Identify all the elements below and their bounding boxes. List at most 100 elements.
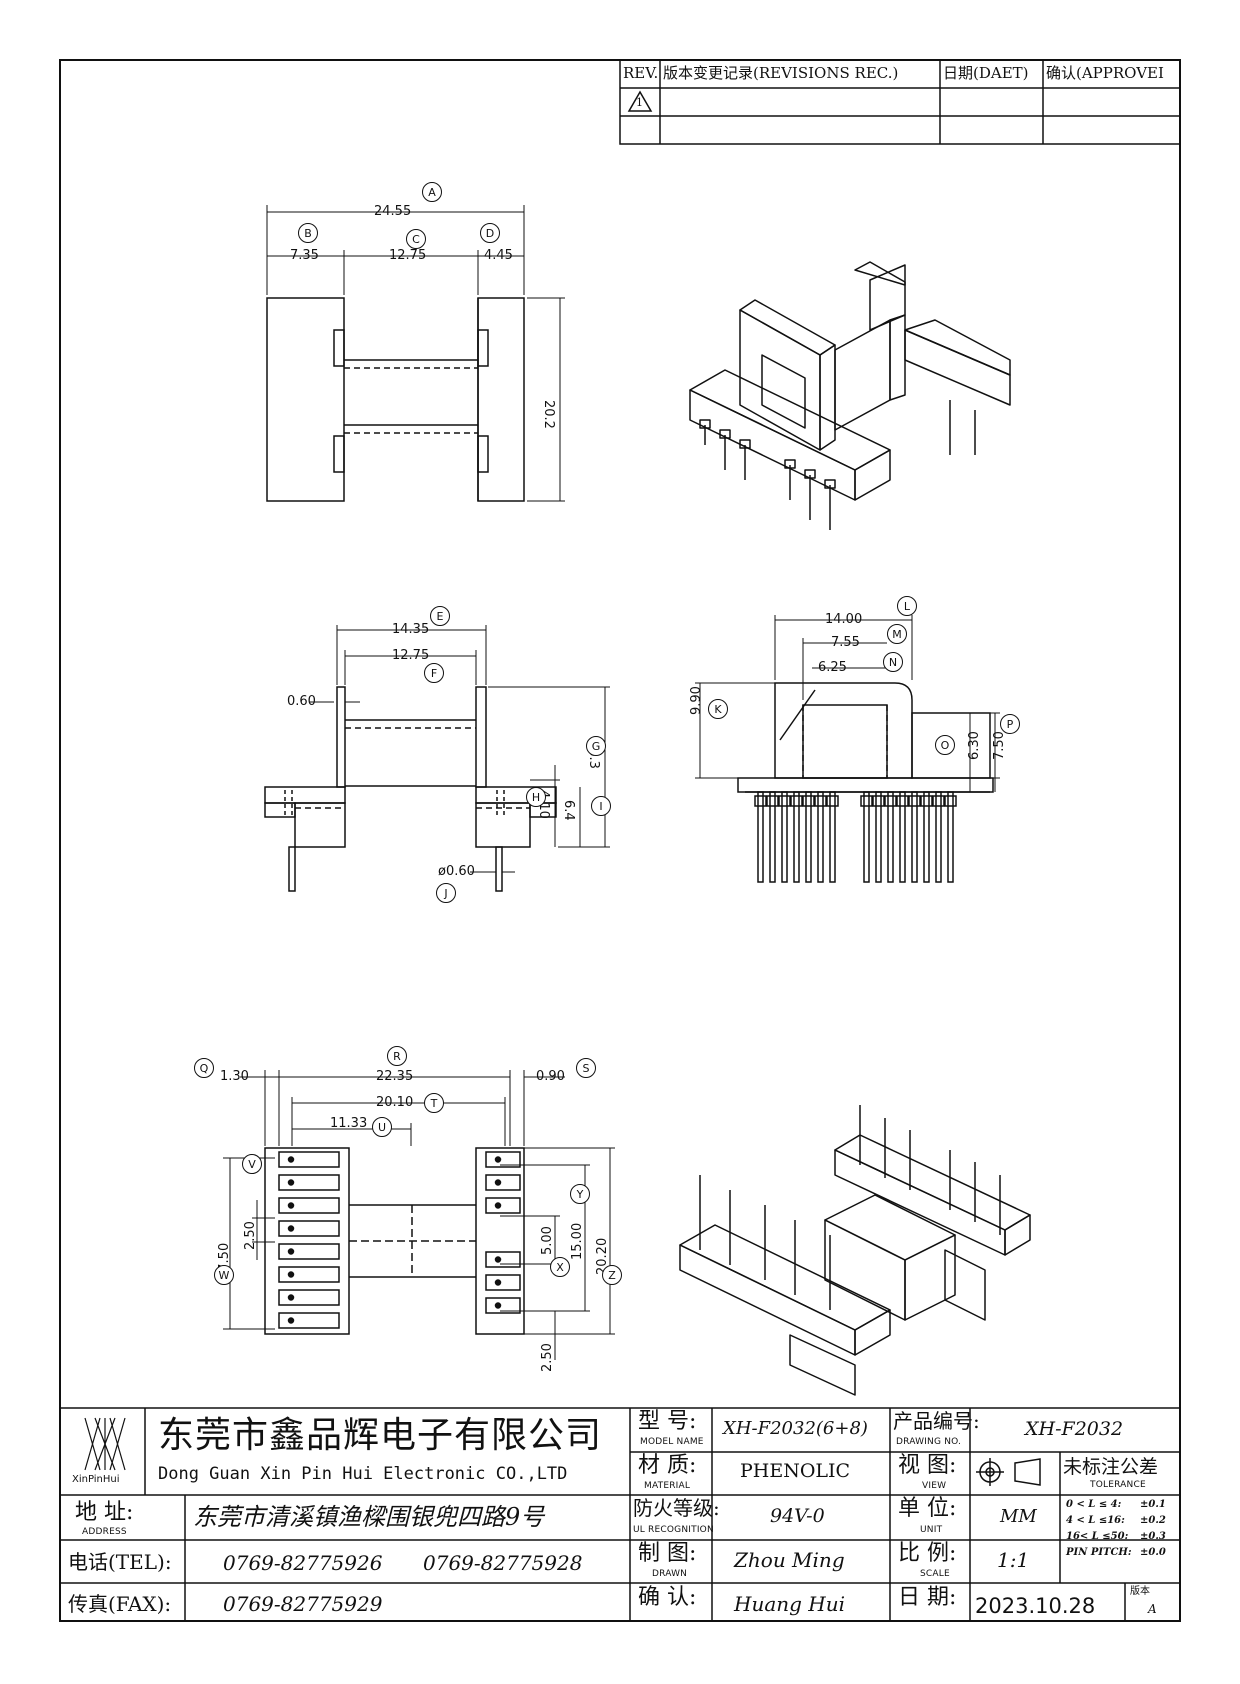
unit-label-en: UNIT xyxy=(920,1525,943,1535)
unit-label: 单 位: xyxy=(898,1496,957,1521)
callout-t: T xyxy=(424,1093,444,1113)
dim-left-wall: 0.60 xyxy=(287,694,316,709)
rev-date-header: 日期(DAET) xyxy=(943,64,1029,82)
date-label: 日 期: xyxy=(898,1585,957,1610)
right-bottom-pad-3 xyxy=(485,1297,521,1314)
left-pad-8 xyxy=(278,1312,340,1329)
left-pad-5 xyxy=(278,1243,340,1260)
side-pin-boss-12 xyxy=(908,795,921,807)
callout-k: K xyxy=(708,699,728,719)
material-label: 材 质: xyxy=(638,1453,697,1478)
dim-D: 4.45 xyxy=(484,248,513,263)
side-pin-boss-1 xyxy=(754,795,767,807)
dim-L: 14.00 xyxy=(825,612,863,627)
callout-r: R xyxy=(387,1046,407,1066)
bottom-view-left-pads xyxy=(278,1151,340,1329)
right-top-pad-2 xyxy=(485,1174,521,1191)
drawn-label: 制 图: xyxy=(638,1541,697,1566)
side-pin-boss-13 xyxy=(920,795,933,807)
side-pin-15 xyxy=(947,791,954,883)
side-pin-13 xyxy=(923,791,930,883)
isometric-view-bottom xyxy=(679,1105,1031,1396)
top-view xyxy=(266,205,565,502)
fax-value: 0769-82775929 xyxy=(223,1592,383,1616)
view-label-en: VIEW xyxy=(922,1481,947,1491)
rev-row-number: 1 xyxy=(636,96,643,109)
side-pin-6 xyxy=(817,791,824,883)
left-pin-hole-1 xyxy=(287,1156,295,1163)
callout-h: H xyxy=(526,787,546,807)
side-pin-boss-4 xyxy=(790,795,803,807)
front-view xyxy=(264,625,610,892)
callout-f: F xyxy=(424,663,444,683)
side-pin-boss-2 xyxy=(766,795,779,807)
side-pin-11 xyxy=(899,791,906,883)
drawing-no-label-en: DRAWING NO. xyxy=(896,1437,962,1447)
tolerance-range-1: 0 < L ≤ 4: xyxy=(1066,1499,1122,1510)
dim-K: 9.90 xyxy=(689,686,704,715)
rev-header: REV. xyxy=(623,64,659,82)
callout-m: M xyxy=(887,624,907,644)
rev-approve-header: 确认(APPROVEI xyxy=(1046,64,1164,82)
left-pad-7 xyxy=(278,1289,340,1306)
unit-value: MM xyxy=(1000,1506,1037,1527)
dim-R: 22.35 xyxy=(376,1069,414,1084)
side-pin-boss-9 xyxy=(872,795,885,807)
dim-V: 2.50 xyxy=(243,1221,258,1250)
dim-Q: 1.30 xyxy=(220,1069,249,1084)
side-pin-3 xyxy=(781,791,788,883)
drawing-no-label: 产品编号: xyxy=(893,1409,980,1433)
right-bottom-pad-2 xyxy=(485,1274,521,1291)
callout-u: U xyxy=(372,1117,392,1137)
dim-Y: 15.00 xyxy=(570,1222,585,1260)
side-pin-5 xyxy=(805,791,812,883)
callout-x: X xyxy=(550,1257,570,1277)
callout-b: B xyxy=(298,223,318,243)
callout-l: L xyxy=(897,596,917,616)
left-pad-3 xyxy=(278,1197,340,1214)
callout-s: S xyxy=(576,1058,596,1078)
logo-text: XinPinHui xyxy=(72,1474,120,1485)
tel-value-1: 0769-82775926 xyxy=(223,1551,383,1575)
right-bottom-pin-hole-3 xyxy=(494,1302,502,1309)
side-pin-boss-7 xyxy=(826,795,839,807)
right-top-pad-3 xyxy=(485,1197,521,1214)
left-pin-hole-2 xyxy=(287,1179,295,1186)
tolerance-value-3: ±0.3 xyxy=(1140,1531,1166,1542)
left-pin-hole-8 xyxy=(287,1317,295,1324)
company-logo xyxy=(84,1417,126,1471)
tolerance-label: 未标注公差 xyxy=(1063,1456,1159,1478)
side-pin-boss-5 xyxy=(802,795,815,807)
left-pad-1 xyxy=(278,1151,340,1168)
side-view-pins xyxy=(754,791,957,883)
scale-label: 比 例: xyxy=(898,1541,957,1566)
model-label: 型 号: xyxy=(638,1409,697,1434)
side-pin-boss-3 xyxy=(778,795,791,807)
side-pin-boss-11 xyxy=(896,795,909,807)
side-pin-12 xyxy=(911,791,918,883)
dim-P: 7.50 xyxy=(992,731,1007,760)
dim-A: 24.55 xyxy=(374,204,412,219)
callout-d: D xyxy=(480,223,500,243)
drawing-no-value: XH-F2032 xyxy=(1025,1418,1124,1440)
left-pad-2 xyxy=(278,1174,340,1191)
left-pin-hole-6 xyxy=(287,1271,295,1278)
right-bottom-pin-hole-2 xyxy=(494,1279,502,1286)
side-pin-boss-14 xyxy=(932,795,945,807)
callout-w: W xyxy=(214,1265,234,1285)
version-label: 版本 xyxy=(1130,1586,1150,1597)
fire-label: 防火等级: xyxy=(633,1496,720,1520)
drawn-value: Zhou Ming xyxy=(734,1548,845,1572)
revision-table xyxy=(619,59,1181,145)
dim-C: 12.75 xyxy=(389,248,427,263)
scale-value: 1:1 xyxy=(997,1548,1030,1572)
dim-I: 6.4 xyxy=(561,800,576,821)
right-bottom-pad-1 xyxy=(485,1251,521,1268)
callout-j: J xyxy=(436,883,456,903)
right-top-pin-hole-3 xyxy=(494,1202,502,1209)
side-pin-8 xyxy=(863,791,870,883)
dim-E: 14.35 xyxy=(392,622,430,637)
confirm-label: 确 认: xyxy=(638,1585,697,1610)
side-pin-boss-15 xyxy=(944,795,957,807)
bottom-view xyxy=(223,1070,615,1360)
